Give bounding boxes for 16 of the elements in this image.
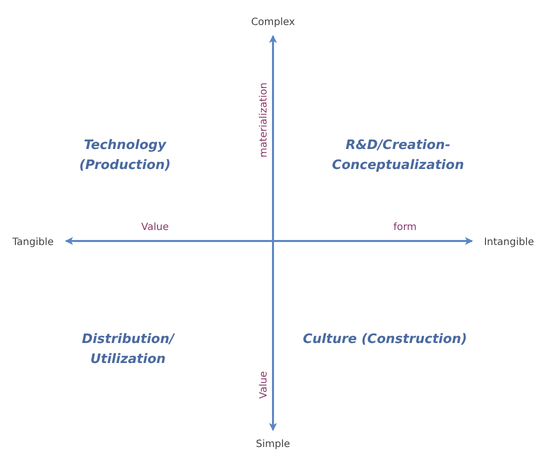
edge-label: form bbox=[393, 221, 417, 235]
quadrant-label: Technology (Production) bbox=[78, 137, 172, 175]
edge-label: materialization bbox=[258, 82, 270, 158]
axis-end-label: Tangible bbox=[12, 236, 54, 250]
axis-arrow bbox=[65, 237, 273, 245]
axis-end-label: Intangible bbox=[484, 236, 534, 250]
edge-label: Value bbox=[258, 371, 270, 399]
axis-arrow bbox=[269, 241, 277, 431]
axis-end-label: Simple bbox=[256, 438, 290, 452]
edge-label: Value bbox=[141, 221, 169, 235]
quadrant-label: Distribution/ Utilization bbox=[80, 331, 176, 369]
axis-arrow bbox=[273, 237, 473, 245]
axis-arrow bbox=[269, 35, 277, 241]
axis-end-label: Complex bbox=[251, 16, 295, 30]
quadrant-label: Culture (Construction) bbox=[302, 331, 468, 349]
quadrant-label: R&D/Creation-Conceptualization bbox=[331, 137, 465, 175]
